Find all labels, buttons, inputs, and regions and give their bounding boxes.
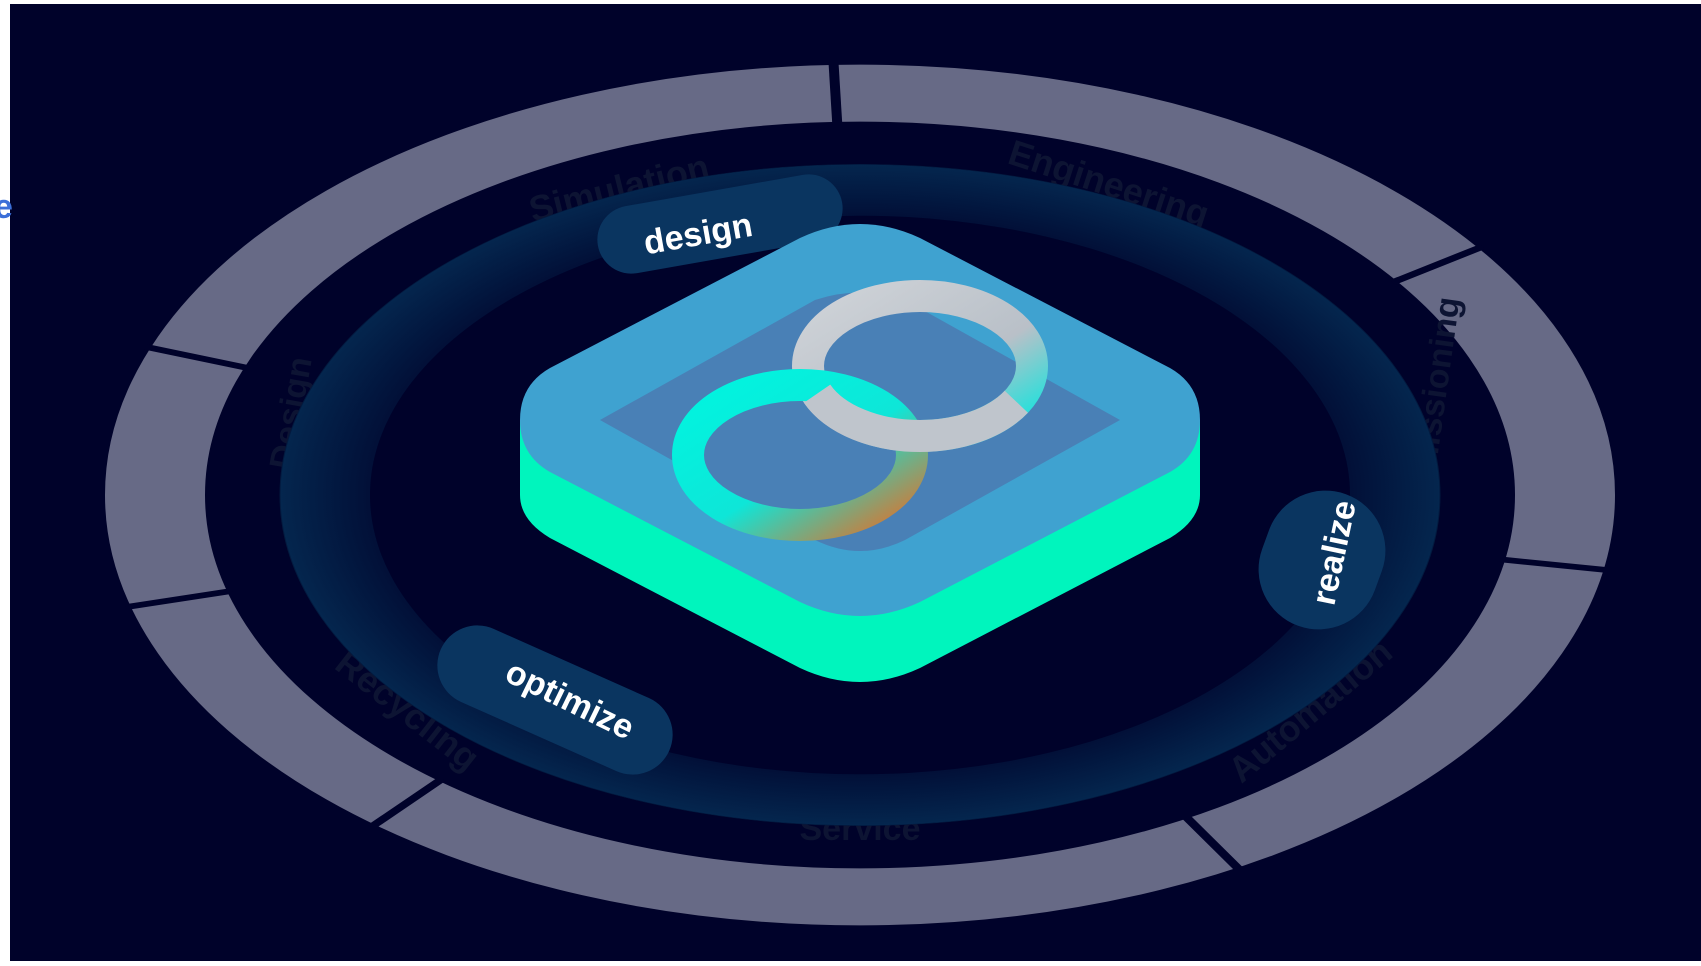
outer-ring: [105, 61, 1615, 926]
ring-separator: [124, 588, 234, 610]
ring-separator: [144, 344, 251, 371]
ring-separator: [828, 61, 843, 125]
edge-glyph: e: [0, 188, 13, 226]
infinity-loop-icon: [672, 280, 1048, 541]
phase-pill-optimize: [437, 625, 673, 775]
ring-separator: [367, 776, 447, 829]
phase-pill-realize: [1258, 490, 1386, 630]
ring-separator: [1180, 814, 1245, 872]
ring-separators: [124, 61, 1610, 872]
ring-separator: [1389, 244, 1486, 285]
phase-pill-design: [597, 174, 843, 274]
ring-separator: [1499, 556, 1610, 574]
phase-pills: [437, 174, 1386, 775]
